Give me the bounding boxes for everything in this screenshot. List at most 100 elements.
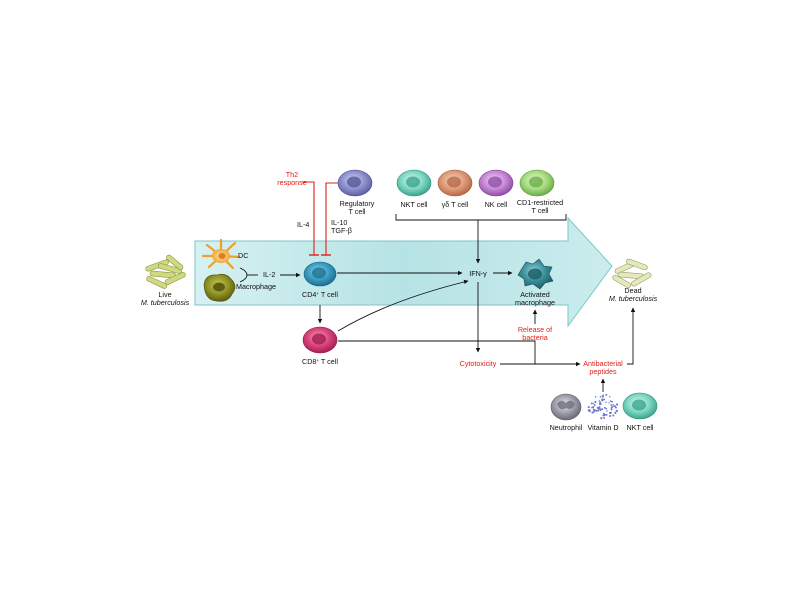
gamma-delta-t-cell-icon xyxy=(437,169,473,197)
nkt-top-label: NKT cell xyxy=(400,200,427,209)
vitamin-d-dot xyxy=(603,417,605,419)
release-label-line1: Release of xyxy=(518,325,552,334)
cytotoxicity-label: Cytotoxicity xyxy=(460,359,497,368)
vitamin-d-dot xyxy=(598,407,601,410)
peptides-to-dead-arrow xyxy=(627,307,636,365)
vitamin-d-dot xyxy=(598,400,601,402)
vitamin-d-dot xyxy=(609,414,612,418)
vitamin-d-dot xyxy=(592,402,595,405)
antibacterial-label-line1: Antibacterial xyxy=(583,359,623,368)
il10-label-line2: TGF-β xyxy=(331,226,352,235)
cd8-to-ifng-arrow xyxy=(337,279,469,332)
vitamin-d-dot xyxy=(612,414,615,417)
dead-bacteria-icon xyxy=(612,258,652,288)
th2-label-line1: Th2 xyxy=(286,170,298,179)
cd4-t-cell-icon xyxy=(303,261,337,287)
nk-cell-icon xyxy=(478,169,514,197)
vitamin-d-dot xyxy=(614,405,616,408)
th2-label-line2: response xyxy=(277,178,307,187)
dc-label: DC xyxy=(238,251,248,260)
neutrophil-label: Neutrophil xyxy=(550,423,583,432)
vitamin-d-dot xyxy=(602,414,605,417)
cd1-label-line1: CD1-restricted xyxy=(517,198,563,207)
vitamin-d-dots-icon xyxy=(587,393,619,420)
innate-cells-bracket xyxy=(395,214,567,221)
cd1-label-line2: T cell xyxy=(531,206,548,215)
cd8-t-cell-icon xyxy=(302,326,338,354)
vitamin-d-dot xyxy=(595,409,598,412)
dendritic-cell-icon xyxy=(201,238,241,270)
vitamin-d-dot xyxy=(593,404,596,407)
vitamin-d-dot xyxy=(600,417,603,420)
vitamin-d-dot xyxy=(610,411,612,414)
vitamin-d-dot xyxy=(605,413,608,416)
live-label-line2: M. tuberculosis xyxy=(141,298,190,307)
vitamin-d-dot xyxy=(587,406,590,409)
vitamin-d-dot xyxy=(599,395,602,398)
gdt-label: γδ T cell xyxy=(442,200,469,209)
vitamin-d-dot xyxy=(608,395,611,398)
vitamin-d-dot xyxy=(614,412,617,414)
cd1-restricted-t-cell-icon xyxy=(519,169,555,197)
vitamin-d-dot xyxy=(611,400,613,403)
cd8-label: CD8+ T cell xyxy=(302,357,338,366)
vitamin-d-dot xyxy=(603,406,606,409)
vitamin-d-dot xyxy=(605,407,608,410)
big-pathway-arrow xyxy=(194,216,613,328)
vitamin-d-dot xyxy=(599,403,601,406)
nkt-cell-top-icon xyxy=(396,169,432,197)
vitamin-d-dot xyxy=(612,403,615,406)
vitamin-d-label: Vitamin D xyxy=(587,423,618,432)
nkt-bottom-label: NKT cell xyxy=(626,423,653,432)
macrophage-label: Macrophage xyxy=(236,282,276,291)
vitamin-d-dot xyxy=(599,401,602,404)
nk-label: NK cell xyxy=(485,200,508,209)
vitamin-d-dot xyxy=(601,408,604,411)
release-label-line2: bacteria xyxy=(522,333,548,342)
nkt-cell-bottom-icon xyxy=(622,392,658,420)
treg-label-line2: T cell xyxy=(348,207,365,216)
dead-label-line2: M. tuberculosis xyxy=(609,294,658,303)
il2-label: IL-2 xyxy=(263,270,275,279)
vitamin-d-dot xyxy=(606,410,608,412)
neutrophil-icon xyxy=(550,393,582,421)
vitamin-d-dot xyxy=(615,403,619,406)
vitamin-d-dot xyxy=(597,409,600,412)
vitamin-d-dot xyxy=(593,409,596,411)
vitamin-d-dot xyxy=(602,412,606,416)
vitamin-d-dot xyxy=(615,409,618,413)
ifng-label: IFN-γ xyxy=(469,269,487,278)
vitamin-d-dot xyxy=(594,395,597,398)
live-bacteria-icon xyxy=(145,254,186,289)
activated-label-line2: macrophage xyxy=(515,298,555,307)
vitamin-d-dot xyxy=(611,406,613,409)
vitamin-d-dot xyxy=(608,402,610,404)
cd4-label: CD4+ T cell xyxy=(302,290,338,299)
vitamin-d-dot xyxy=(603,398,606,401)
vitamin-d-dot xyxy=(610,408,613,411)
vitamin-d-dot xyxy=(609,400,612,402)
cd8-to-release-line xyxy=(338,340,536,352)
activated-label-line1: Activated xyxy=(520,290,550,299)
vitamin-d-dot xyxy=(590,402,593,405)
vitamin-d-dot xyxy=(605,401,607,404)
il10-label-line1: IL-10 xyxy=(331,218,347,227)
treg-inhibition-line xyxy=(325,182,338,255)
vitamin-d-dot xyxy=(610,403,613,406)
regulatory-t-cell-icon xyxy=(337,169,373,197)
macrophage-icon xyxy=(203,273,236,302)
treg-label-line1: Regulatory xyxy=(340,199,375,208)
dead-label-line1: Dead xyxy=(624,286,641,295)
antibacterial-label-line2: peptides xyxy=(589,367,617,376)
vitamin-d-dot xyxy=(605,393,608,396)
live-label-line1: Live xyxy=(158,290,171,299)
activated-macrophage-icon xyxy=(517,258,554,290)
vitamin-d-dot xyxy=(594,400,597,404)
il4-label: IL-4 xyxy=(297,220,309,229)
vitamin-d-dot xyxy=(602,394,605,397)
vitamin-d-dot xyxy=(592,410,595,413)
vitamin-d-dot xyxy=(591,406,595,409)
vitamin-d-dot xyxy=(588,410,591,413)
vitamin-d-dot xyxy=(601,398,604,401)
